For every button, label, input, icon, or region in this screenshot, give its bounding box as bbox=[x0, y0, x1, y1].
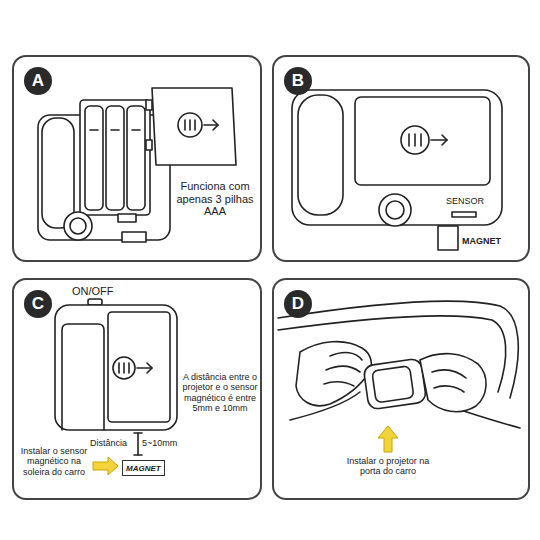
annotation: ON/OFF bbox=[72, 285, 132, 298]
step-letter: A bbox=[24, 67, 52, 95]
annotation: 5~10mm bbox=[142, 438, 192, 448]
annotation: A distância entre o projetor e o sensor … bbox=[180, 372, 260, 413]
annotation: Instalar o sensor magnético na soleira d… bbox=[16, 446, 92, 477]
step-letter: B bbox=[284, 67, 312, 95]
magnet-label: MAGNET bbox=[126, 464, 161, 473]
annotation: Distância bbox=[90, 438, 136, 448]
step-letter: D bbox=[284, 290, 312, 318]
magnet-box: MAGNET bbox=[122, 460, 165, 476]
step-panel: A bbox=[12, 55, 262, 262]
annotation: Instalar o projetor na porta do carro bbox=[336, 456, 440, 477]
annotation: SENSOR bbox=[446, 196, 496, 206]
step-letter: C bbox=[24, 290, 52, 318]
step-panel: B bbox=[272, 55, 530, 262]
annotation: Funciona com apenas 3 pilhas AAA bbox=[172, 180, 258, 218]
annotation: MAGNET bbox=[462, 236, 522, 246]
